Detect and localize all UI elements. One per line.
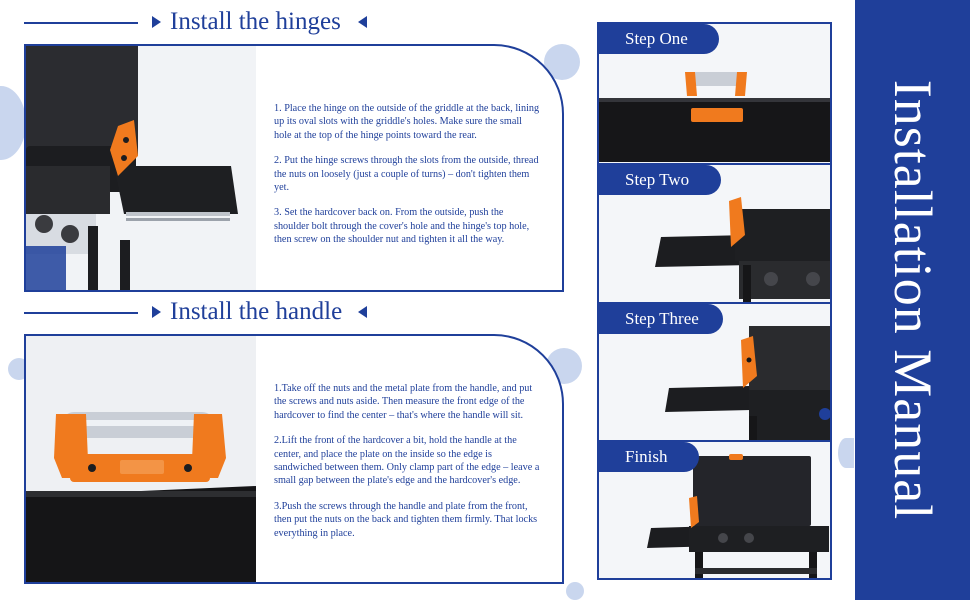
heading-arrow-right-icon xyxy=(152,306,161,318)
heading-rule xyxy=(24,22,138,24)
handle-title: Install the handle xyxy=(170,298,343,325)
finish-label: Finish xyxy=(599,442,699,472)
step-sequence: Step One Step Two Step Three xyxy=(597,22,832,580)
handle-photo xyxy=(26,336,256,582)
heading-arrow-left-icon xyxy=(358,306,367,318)
hinges-instructions: 1. Place the hinge on the outside of the… xyxy=(274,46,540,290)
hinges-step-2: 2. Put the hinge screws through the slot… xyxy=(274,155,539,194)
handle-step-1: 1.Take off the nuts and the metal plate … xyxy=(274,383,533,421)
hinges-photo xyxy=(26,46,256,290)
step-two-label: Step Two xyxy=(599,165,721,195)
handle-heading: Install the handle xyxy=(24,298,560,328)
handle-step-3: 3.Push the screws through the handle and… xyxy=(274,500,538,539)
handle-step-2: 2.Lift the front of the hardcover a bit,… xyxy=(274,435,540,487)
hinges-title: Install the hinges xyxy=(170,8,341,35)
hinges-step-3: 3. Set the hardcover back on. From the o… xyxy=(274,207,530,246)
step-two-panel: Step Two xyxy=(599,163,830,302)
title-banner: Installation Manual xyxy=(855,0,970,600)
hinges-heading: Install the hinges xyxy=(24,8,560,38)
handle-panel: 1.Take off the nuts and the metal plate … xyxy=(24,334,564,584)
banner-title: Installation Manual xyxy=(882,79,943,521)
handle-illustration xyxy=(26,336,256,582)
hinges-panel: 1. Place the hinge on the outside of the… xyxy=(24,44,564,292)
decor-circle-bottom xyxy=(566,582,584,600)
decor-circle-step-right xyxy=(838,438,854,468)
step-one-label: Step One xyxy=(599,24,719,54)
finish-panel: Finish xyxy=(599,440,830,578)
handle-instructions: 1.Take off the nuts and the metal plate … xyxy=(274,336,540,582)
heading-rule xyxy=(24,312,138,314)
decor-circle-left-top xyxy=(0,86,26,160)
heading-arrow-right-icon xyxy=(152,16,161,28)
hinges-step-1: 1. Place the hinge on the outside of the… xyxy=(274,103,540,141)
step-three-panel: Step Three xyxy=(599,302,830,440)
hinge-illustration xyxy=(26,46,256,290)
heading-arrow-left-icon xyxy=(358,16,367,28)
step-one-panel: Step One xyxy=(599,24,830,162)
step-three-label: Step Three xyxy=(599,304,723,334)
